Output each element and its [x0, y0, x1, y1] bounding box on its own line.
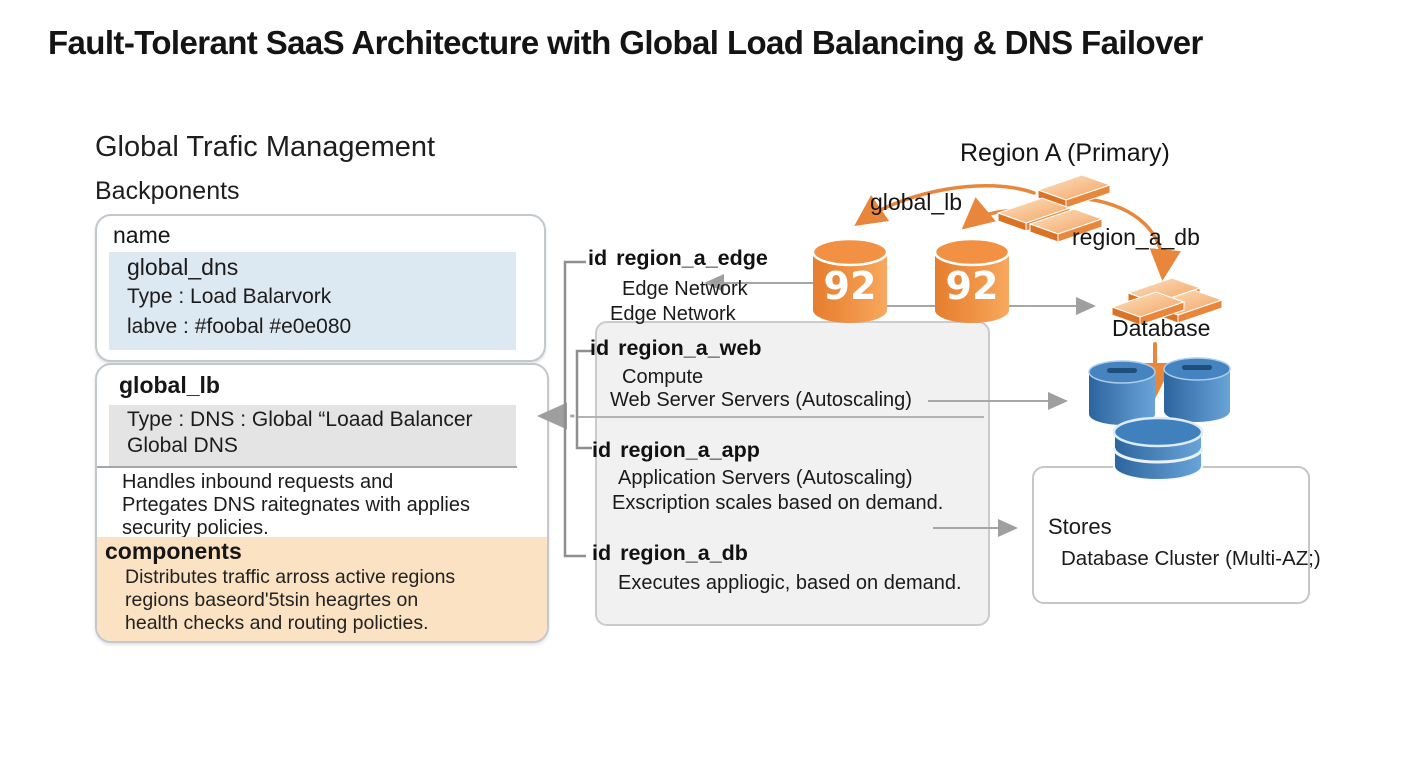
- global-lb-card-header: global_lb: [119, 372, 220, 398]
- ec2-cylinder-icon-2: 92: [933, 237, 1011, 323]
- lb-body-line-3: security policies.: [122, 517, 269, 539]
- components-section: components Distributes traffic arross ac…: [97, 537, 547, 641]
- lb-body-line-2: Prtegates DNS raitegnates with applies: [122, 494, 470, 516]
- region-a-container-box: [595, 321, 990, 626]
- id-row-region-a-db: id region_a_db: [592, 541, 748, 566]
- components-line-2: regions baseord'5tsin heagrtes on: [125, 589, 419, 611]
- lb-body-line-1: Handles inbound requests and: [122, 471, 394, 493]
- ec2-cylinder-icon: 92: [811, 237, 889, 323]
- id-keyword: id: [588, 246, 608, 270]
- stores-line: Database Cluster (Multi-AZ;): [1061, 547, 1321, 570]
- lb-to-cylinder-b-arrow: [961, 197, 1046, 230]
- name-card: name global_dns Type : Load Balarvork la…: [95, 214, 546, 362]
- traffic-management-heading: Global Trafic Management: [95, 131, 436, 163]
- edge-line-1: Edge Network: [622, 278, 748, 300]
- id-row-region-a-web: id region_a_web: [590, 336, 762, 361]
- id-row-region-a-app: id region_a_app: [592, 438, 760, 463]
- edge-line-2: Edge Network: [610, 303, 736, 325]
- global-lb-label: global_lb: [870, 189, 963, 215]
- id-value: region_a_app: [620, 438, 760, 462]
- global-lb-card: global_lb Type : DNS : Global “Loaad Bal…: [95, 363, 549, 643]
- id-row-region-a-edge: id region_a_edge: [588, 246, 768, 271]
- id-value: region_a_edge: [616, 246, 768, 270]
- id-keyword: id: [590, 336, 610, 360]
- components-line-3: health checks and routing policties.: [125, 612, 429, 634]
- backponents-subheading: Backponents: [95, 177, 240, 205]
- web-line-2: Web Server Servers (Autoscaling): [610, 389, 912, 411]
- id-value: region_a_db: [620, 541, 748, 565]
- app-line-1: Application Servers (Autoscaling): [618, 467, 913, 489]
- lb-type-band: Type : DNS : Global “Loaad Balancer Glob…: [109, 405, 516, 466]
- name-card-highlight-band: global_dns Type : Load Balarvork labve :…: [109, 252, 516, 350]
- page-title: Fault-Tolerant SaaS Architecture with Gl…: [48, 24, 1203, 61]
- outer-bracket: [563, 260, 586, 558]
- stores-box: Stores Database Cluster (Multi-AZ;): [1032, 466, 1321, 604]
- database-label: Database: [1112, 315, 1211, 341]
- app-line-2: Exscription scales based on demand.: [612, 492, 944, 514]
- id-brackets: [563, 260, 592, 558]
- stores-header: Stores: [1048, 514, 1112, 539]
- id-keyword: id: [592, 541, 612, 565]
- lb-type-line-2: Global DNS: [127, 434, 238, 457]
- global-dns-value: global_dns: [127, 254, 239, 280]
- dns-label-line: labve : #foobal #e0e080: [127, 315, 352, 338]
- ec2-glyph: 92: [824, 264, 877, 308]
- card-divider: [97, 466, 517, 468]
- id-keyword: id: [592, 438, 612, 462]
- id-value: region_a_web: [618, 336, 762, 360]
- name-card-header: name: [113, 222, 171, 248]
- region-a-db-label: region_a_db: [1072, 224, 1200, 250]
- dns-type-line: Type : Load Balarvork: [127, 285, 332, 308]
- components-header: components: [105, 538, 242, 564]
- inner-bracket: [575, 349, 592, 450]
- web-line-1: Compute: [622, 366, 704, 388]
- ec2-glyph-2: 92: [946, 264, 999, 308]
- components-line-1: Distributes traffic arross active region…: [125, 566, 456, 588]
- db-cluster-cylinders-icon: [1088, 357, 1231, 481]
- lb-type-line-1: Type : DNS : Global “Loaad Balancer: [127, 408, 473, 431]
- db-line-1: Executes appliogic, based on demand.: [618, 572, 962, 594]
- region-a-heading: Region A (Primary): [960, 139, 1170, 167]
